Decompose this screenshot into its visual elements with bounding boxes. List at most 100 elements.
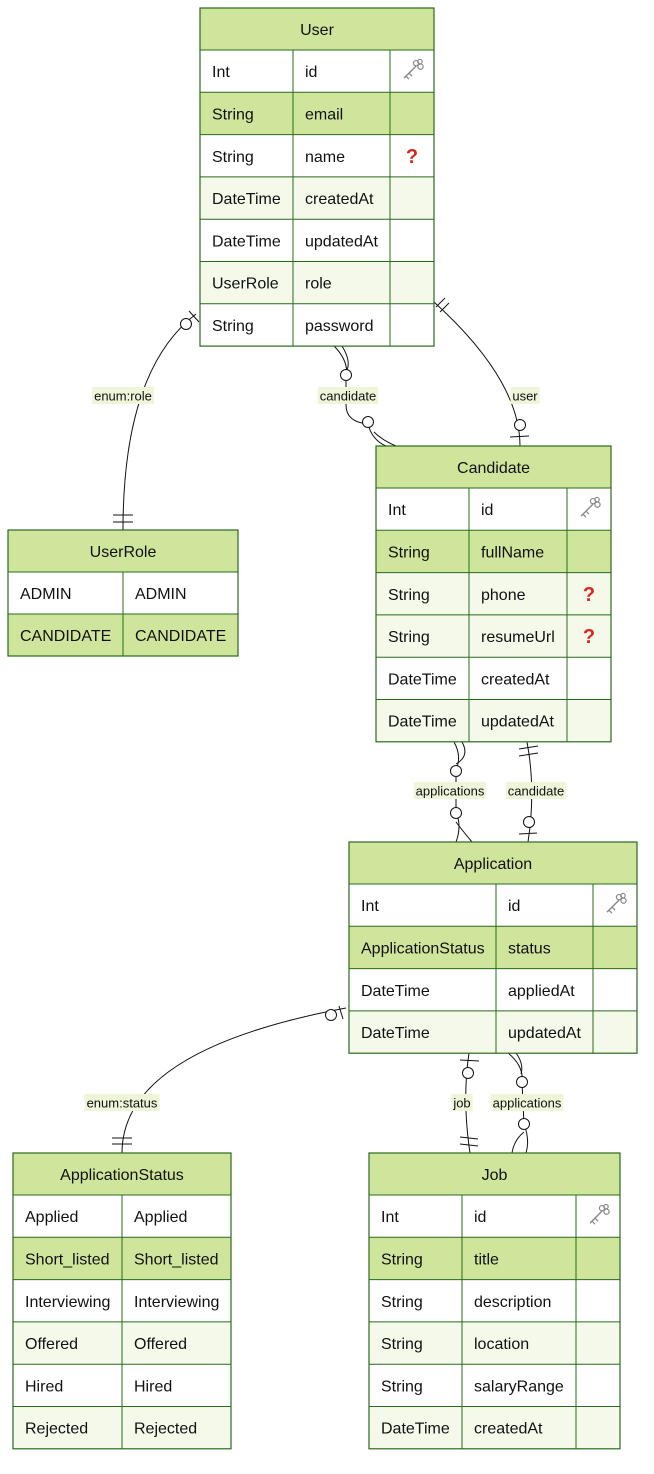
entity-row	[376, 488, 611, 531]
attribute-name: updatedAt	[481, 714, 555, 731]
attribute-name: id	[305, 64, 317, 81]
relationship-label: applications	[493, 1096, 562, 1111]
zero-marker	[340, 369, 352, 381]
entity-row	[200, 261, 434, 304]
relationship-label: job	[452, 1096, 470, 1111]
zero-marker	[462, 1067, 474, 1079]
attribute-type: Int	[381, 1209, 399, 1226]
one-marker	[435, 297, 446, 308]
entity-row	[376, 530, 611, 573]
entity-header	[8, 530, 238, 572]
crowfoot-marker	[515, 1052, 523, 1075]
entity-row	[349, 968, 637, 1011]
label-background	[490, 1094, 564, 1111]
attribute-name: Short_listed	[134, 1251, 219, 1268]
attribute-name: updatedAt	[305, 233, 379, 250]
entity-title: Application	[454, 856, 532, 873]
attribute-type: DateTime	[212, 191, 281, 208]
relationship-label-applications-2: applications	[490, 1094, 564, 1111]
attribute-type: Int	[361, 898, 379, 915]
attribute-name: Hired	[134, 1378, 172, 1395]
label-background	[84, 1094, 160, 1111]
attribute-type: String	[388, 544, 430, 561]
attribute-name: updatedAt	[508, 1025, 582, 1042]
relationship-label-user: user	[510, 387, 540, 404]
relationship-label-enum-status: enum:status	[84, 1094, 160, 1111]
attribute-name: email	[305, 106, 343, 123]
entity-row	[369, 1195, 620, 1238]
attribute-name: ADMIN	[135, 586, 187, 603]
entity-title: UserRole	[90, 544, 157, 561]
relationship-line-candidate	[333, 345, 369, 425]
attribute-type: String	[381, 1336, 423, 1353]
crowfoot-marker	[341, 345, 349, 373]
key-icon	[606, 892, 627, 914]
question-icon: ?	[583, 626, 595, 648]
label-background	[413, 782, 487, 799]
attribute-type: Applied	[25, 1209, 78, 1226]
attribute-type: DateTime	[381, 1421, 450, 1438]
label-background	[510, 387, 540, 404]
entity-row	[200, 50, 434, 93]
attribute-name: location	[474, 1336, 529, 1353]
label-background	[92, 387, 154, 404]
one-marker	[459, 1136, 479, 1140]
question-icon: ?	[583, 584, 595, 606]
attribute-name: createdAt	[474, 1421, 543, 1438]
relationship-label-applications: applications	[413, 782, 487, 799]
attribute-name: CANDIDATE	[135, 628, 226, 645]
one-marker	[518, 752, 539, 757]
one-marker	[518, 745, 539, 750]
attribute-type: UserRole	[212, 276, 279, 293]
relationship-label: candidate	[508, 784, 564, 799]
entity-row	[369, 1406, 620, 1449]
entity-row	[349, 884, 637, 927]
attribute-type: DateTime	[361, 983, 430, 1000]
relationship-line-enum-role	[122, 313, 197, 531]
attribute-type: String	[212, 149, 254, 166]
attribute-name: role	[305, 276, 332, 293]
zero-marker	[518, 1118, 530, 1130]
key-icon	[580, 496, 601, 518]
one-marker	[338, 1005, 344, 1020]
entity-header	[369, 1153, 620, 1195]
attribute-type: ApplicationStatus	[361, 940, 485, 957]
attribute-type: String	[388, 629, 430, 646]
zero-marker	[514, 419, 526, 431]
relationship-label: candidate	[320, 389, 376, 404]
entity-row	[369, 1279, 620, 1322]
entity-row	[369, 1237, 620, 1280]
entity-header	[13, 1153, 231, 1195]
entity-header	[349, 842, 637, 884]
attribute-name: resumeUrl	[481, 629, 555, 646]
zero-marker	[450, 765, 462, 777]
entity-row	[376, 572, 611, 615]
entity-row	[200, 303, 434, 347]
entity-row	[200, 92, 434, 135]
entity-row	[369, 1321, 620, 1365]
entity-header	[376, 446, 611, 488]
entity-row	[376, 699, 611, 742]
attribute-name: description	[474, 1294, 551, 1311]
attribute-type: DateTime	[388, 714, 457, 731]
attribute-type: DateTime	[212, 233, 281, 250]
attribute-type: CANDIDATE	[20, 628, 111, 645]
crowfoot-marker	[511, 1131, 525, 1154]
relationship-label-candidate-2: candidate	[505, 782, 567, 799]
attribute-name: fullName	[481, 544, 544, 561]
entity-border	[7, 529, 239, 657]
zero-marker	[325, 1009, 337, 1021]
entity-row	[200, 176, 434, 220]
attribute-type: String	[212, 106, 254, 123]
attribute-type: Rejected	[25, 1421, 88, 1438]
relationship-label-candidate: candidate	[317, 387, 379, 404]
crowfoot-marker	[455, 821, 473, 843]
attribute-name: Interviewing	[134, 1294, 219, 1311]
